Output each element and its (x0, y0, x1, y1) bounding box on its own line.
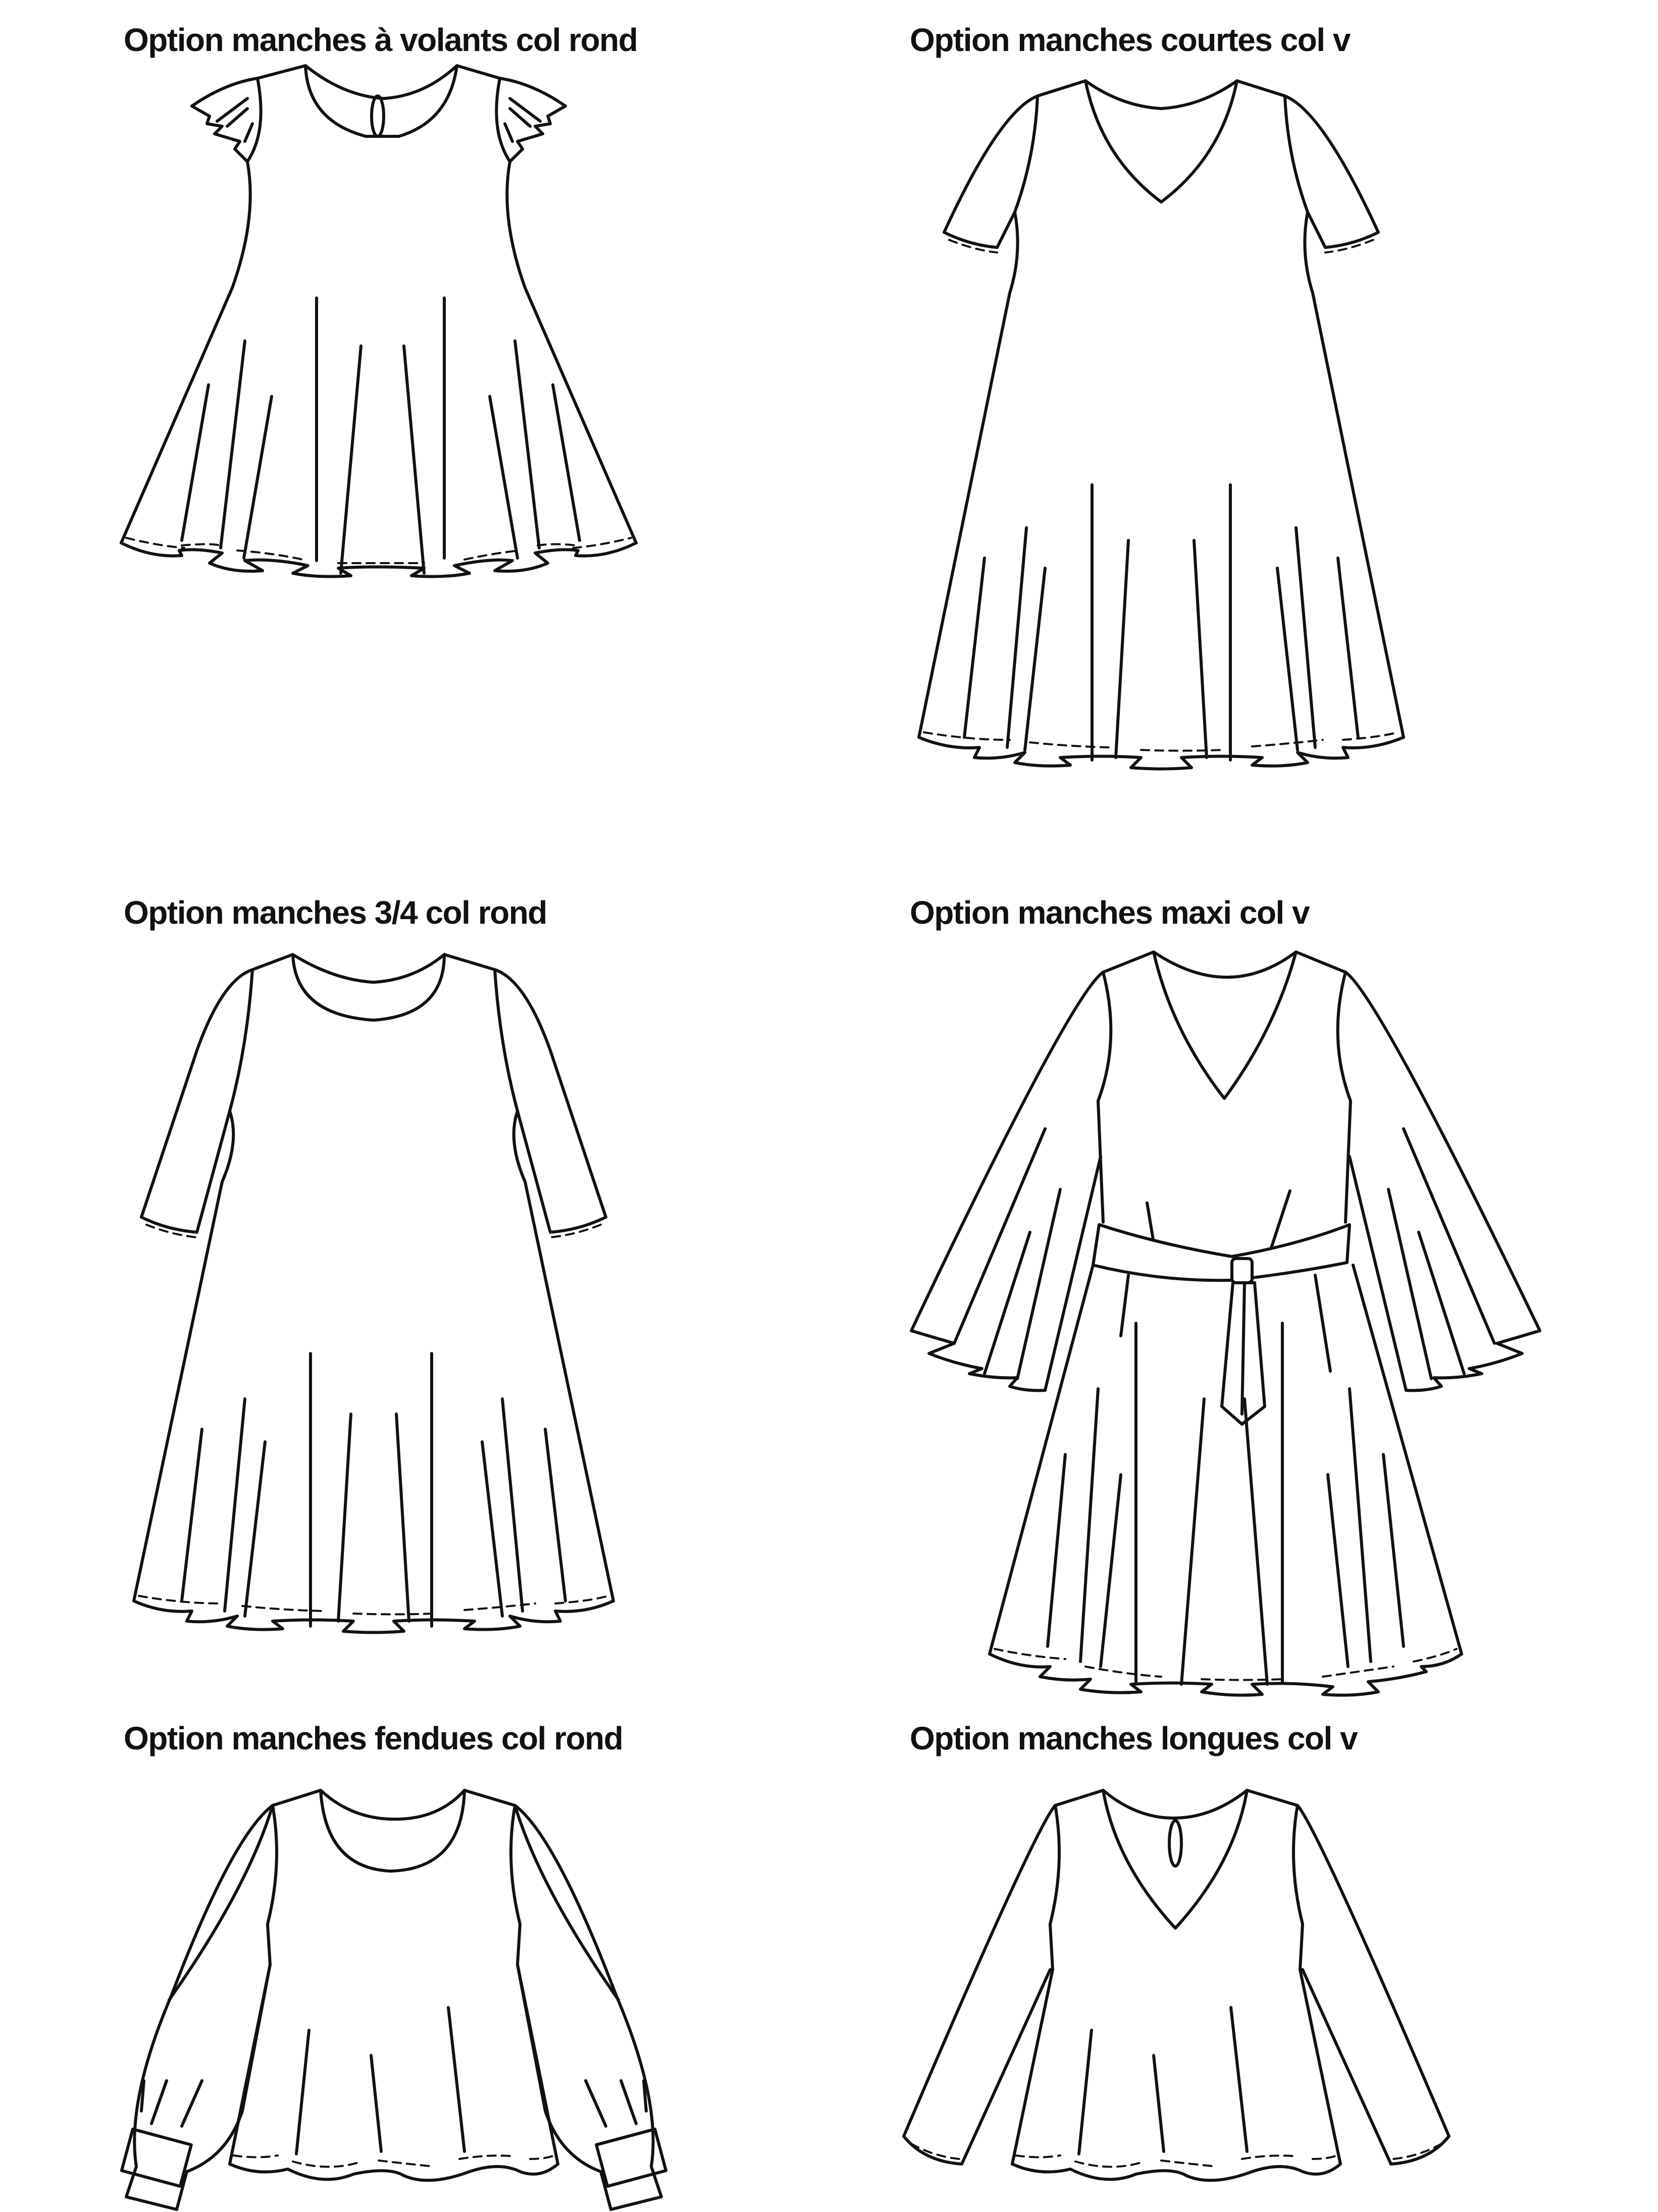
v-neckline (1084, 79, 1238, 204)
three-quarter-sleeve-dress-illustration (132, 953, 615, 1634)
option-label: Option manches fendues col rond (124, 1720, 624, 1756)
left-cuff (120, 2127, 193, 2188)
option-label: Option manches longues col v (910, 1720, 1358, 1756)
long-sleeve-top-illustration (902, 1789, 1450, 2182)
keyhole-icon (1168, 1819, 1183, 1868)
belt-knot (1230, 1257, 1254, 1284)
split-sleeve-top-illustration (120, 1789, 668, 2211)
maxi-sleeve-belted-dress-illustration (910, 950, 1541, 1697)
option-label: Option manches courtes col v (910, 22, 1351, 58)
keyhole-icon (370, 94, 385, 138)
round-neckline (291, 953, 446, 1022)
v-neckline (1102, 1789, 1249, 1930)
option-label: Option manches maxi col v (910, 894, 1310, 931)
option-label: Option manches 3/4 col rond (124, 894, 547, 931)
belt (1092, 1223, 1351, 1282)
flutter-sleeve-dress-illustration (120, 64, 638, 578)
round-neckline (319, 1789, 466, 1873)
option-label: Option manches à volants col rond (124, 22, 638, 58)
v-neckline (1152, 950, 1298, 1100)
right-cuff (595, 2127, 668, 2188)
short-sleeve-dress-illustration (917, 79, 1405, 771)
